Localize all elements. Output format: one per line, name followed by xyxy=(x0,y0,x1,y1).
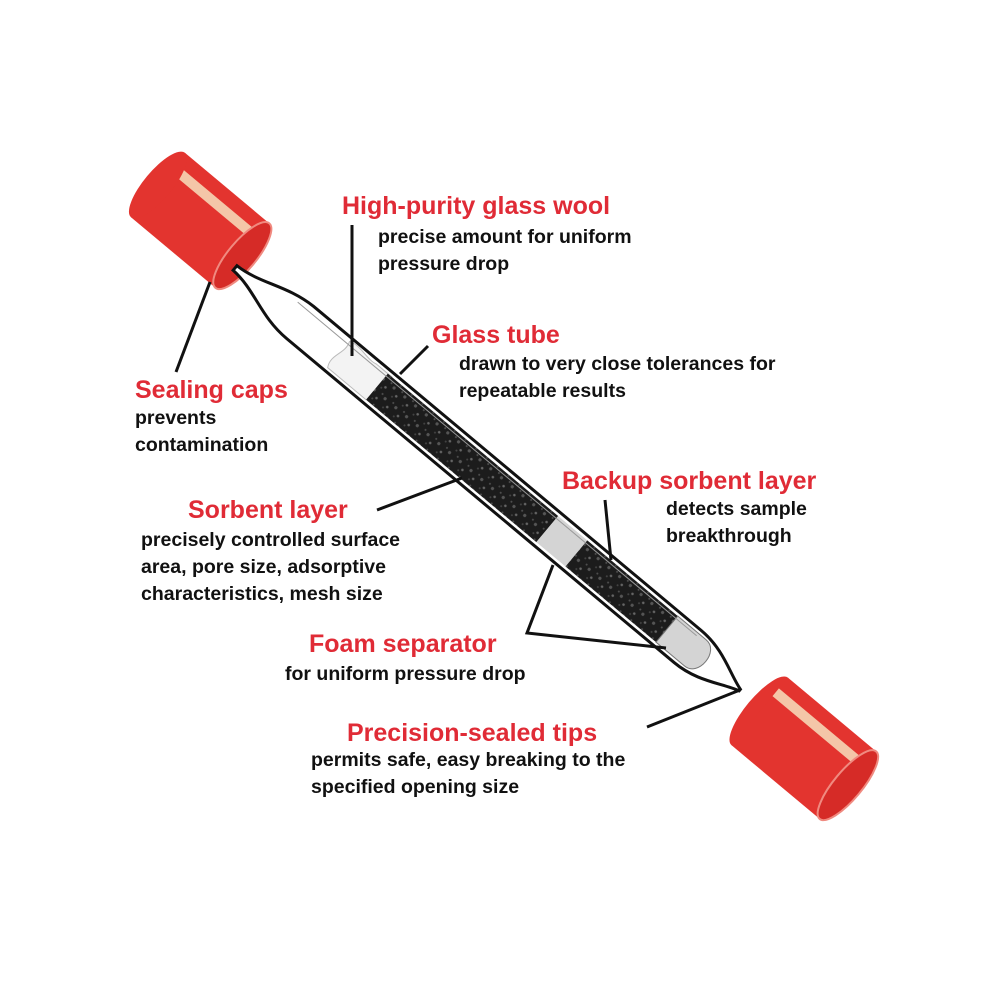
sealing-caps-desc-1: prevents xyxy=(135,406,217,429)
sorbent-layer xyxy=(366,373,559,543)
backup-sorbent-desc-2: breakthrough xyxy=(666,524,792,547)
sorbent-layer-desc-2: area, pore size, adsorptive xyxy=(141,556,386,578)
sealed-tips-desc-2: specified opening size xyxy=(311,776,520,798)
foam-separator-desc: for uniform pressure drop xyxy=(285,661,526,688)
sealing-caps-title: Sealing caps xyxy=(135,376,288,404)
backup-sorbent-title: Backup sorbent layer xyxy=(562,467,817,495)
backup-sorbent-desc-1: detects sample xyxy=(666,497,807,520)
foam-separator-title: Foam separator xyxy=(309,630,497,658)
sorbent-layer-label: Sorbent layer xyxy=(188,496,348,525)
sealing-caps-label: Sealing caps prevents contamination xyxy=(135,376,288,459)
backup-sorbent-label: Backup sorbent layer detects sample brea… xyxy=(562,467,817,550)
glass-tube-desc-1: drawn to very close tolerances for xyxy=(459,352,776,375)
glass-wool-desc-1: precise amount for uniform xyxy=(378,225,632,248)
sealed-tips-label: Precision-sealed tips xyxy=(347,719,598,748)
sealed-tips-desc: permits safe, easy breaking to the speci… xyxy=(311,747,625,801)
sealed-tips-desc-1: permits safe, easy breaking to the xyxy=(311,749,626,771)
sorbent-layer-desc-1: precisely controlled surface xyxy=(141,529,401,551)
foam-separator-1 xyxy=(536,516,588,567)
backup-sorbent-layer xyxy=(565,540,678,643)
sealing-cap-top xyxy=(128,151,273,291)
sealing-caps-desc-2: contamination xyxy=(135,433,269,456)
foam-separator-label: Foam separator xyxy=(309,630,497,659)
sealed-tips-title: Precision-sealed tips xyxy=(347,719,598,747)
sorbent-layer-title: Sorbent layer xyxy=(188,496,348,524)
glass-tube-desc-2: repeatable results xyxy=(459,379,626,402)
foam-separator-2 xyxy=(655,615,712,670)
leader-lines xyxy=(174,225,741,729)
glass-tube xyxy=(230,263,743,693)
foam-separator-desc-1: for uniform pressure drop xyxy=(285,663,526,685)
glass-tube-title: Glass tube xyxy=(432,321,560,349)
sorbent-layer-desc: precisely controlled surface area, pore … xyxy=(141,527,400,608)
sealing-cap-bottom xyxy=(729,676,880,822)
sorbent-layer-desc-3: characteristics, mesh size xyxy=(141,583,383,605)
glass-tube-label: Glass tube drawn to very close tolerance… xyxy=(432,321,776,405)
glass-wool-title: High-purity glass wool xyxy=(342,192,611,220)
glass-wool-desc-2: pressure drop xyxy=(378,252,510,275)
glass-wool-label: High-purity glass wool precise amount fo… xyxy=(342,192,632,278)
